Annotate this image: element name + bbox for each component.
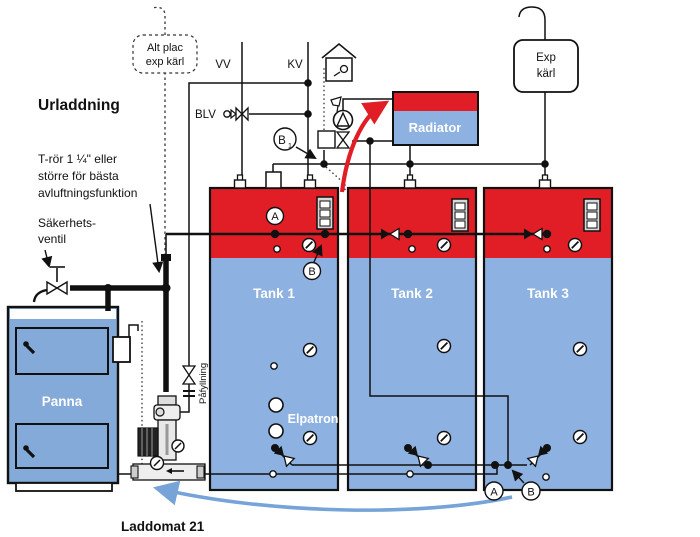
valve-actuator-box [317,130,336,149]
heater-terminal-icon [316,196,334,230]
port-a-label: A [490,487,498,499]
pump-knob [137,427,159,457]
drain-port [269,470,277,478]
pipe-network [118,6,548,475]
thermometer-icon [567,237,583,253]
thermometer-icon [302,430,318,446]
sensor-pocket [270,362,278,370]
shunt-valve-icon [317,130,351,149]
pointer-arrow [295,146,317,160]
safety-valve-label-line1: Säkerhets- [38,216,96,230]
pointer-arrow [149,203,164,274]
flue-damper-icon [128,324,139,337]
alt-exp-label-line1: Alt plac [147,42,184,54]
door-handle-icon [23,341,36,355]
sensor-pocket [543,245,551,253]
heater-terminal-icon [451,198,469,232]
boiler-lower-door [15,423,109,469]
port-marker-b-top: B [302,261,322,281]
t-pipe-cap [161,254,171,261]
tank-top-fitting [538,174,552,189]
exp-vessel-label-line2: kärl [537,68,556,80]
safety-valve-label-line2: ventil [38,232,66,246]
tank-top-port [265,171,282,189]
tank2-label: Tank 2 [391,286,433,301]
blv-label: BLV [195,109,216,121]
sensor-marker-b1: B 1 [273,127,297,151]
house-icon [321,43,357,82]
alt-exp-label-line2: exp kärl [146,56,185,68]
port-b-label: B [308,266,315,278]
elpatron-port [268,423,284,439]
t-ror-note-line1: T-rör 1 ¼" eller [38,152,117,166]
laddomat-label: Laddomat 21 [121,519,205,534]
blv-mixing-valve-icon [223,106,249,122]
port-b-label: B [527,487,534,499]
thermometer-icon [572,341,588,357]
boiler [6,305,139,492]
door-handle-icon [23,445,36,459]
thermometer-icon [572,429,588,445]
radiator-box [392,91,479,146]
b1-sensor-dotted-line [325,166,346,192]
radiator-label: Radiator [409,120,462,135]
boiler-label: Panna [42,394,83,409]
flue-outlet [112,336,131,363]
pointer-arrow [41,249,53,269]
tank1-label: Tank 1 [253,286,295,301]
thermometer-icon [436,338,452,354]
drain-port [406,470,414,478]
thermometer-icon [302,342,318,358]
fill-pipe-upper [188,82,308,366]
sensor-pocket [408,245,416,253]
pump-outlet-pipe [342,98,393,111]
port-marker-b-bottom: B [521,481,541,501]
tank-top-fitting [403,174,417,189]
thermometer-icon [436,430,452,446]
pointer-arrow [511,469,525,484]
expansion-vessel-box [513,39,579,93]
return-flow-arrow [152,480,513,512]
air-vent-icon [330,96,342,107]
fill-line-label: Påfyllning [198,363,209,404]
alt-exp-balloon [132,34,198,74]
accumulator-tank-1 [208,186,340,492]
safety-valve-icon [32,266,68,303]
tank-top-fitting [233,174,247,189]
port-marker-a-top: A [265,206,285,226]
pointer-arrow [312,244,323,263]
b1-label: B [278,135,286,147]
pipe-junctions [270,79,552,469]
elpatron-label: Elpatron [288,412,339,426]
return-down-pipe [369,141,509,465]
port-marker-a-bottom: A [484,481,504,501]
fill-pipe-lower [178,384,190,413]
tank-top-fitting [303,174,317,189]
port-a-label: A [271,211,279,223]
discharge-flow-arrow [339,100,390,193]
elpatron-port [268,397,284,413]
title-urladdning: Urladdning [38,97,120,114]
boiler-base [15,482,113,492]
kv-label: KV [287,59,303,71]
alt-exp-dashed-hook [151,6,166,35]
fill-valve-icon [181,365,197,397]
tank3-label: Tank 3 [527,286,569,301]
laddomat-unit [130,395,206,481]
drain-port [542,473,550,481]
sensor-pocket [273,245,281,253]
boiler-top-strip [10,309,116,319]
exp-vessel-label-line1: Exp [536,52,556,64]
b1-subscript: 1 [288,141,292,150]
t-ror-note-line3: avluftningsfunktion [38,186,137,200]
circulation-pump-icon [330,96,354,131]
t-ror-note-line2: större för bästa [38,169,119,183]
expansion-hook-pipe [518,6,546,40]
heater-terminal-icon [583,198,601,232]
thermometer-icon [301,237,317,253]
vv-label: VV [215,59,231,71]
thermometer-icon [436,237,452,253]
